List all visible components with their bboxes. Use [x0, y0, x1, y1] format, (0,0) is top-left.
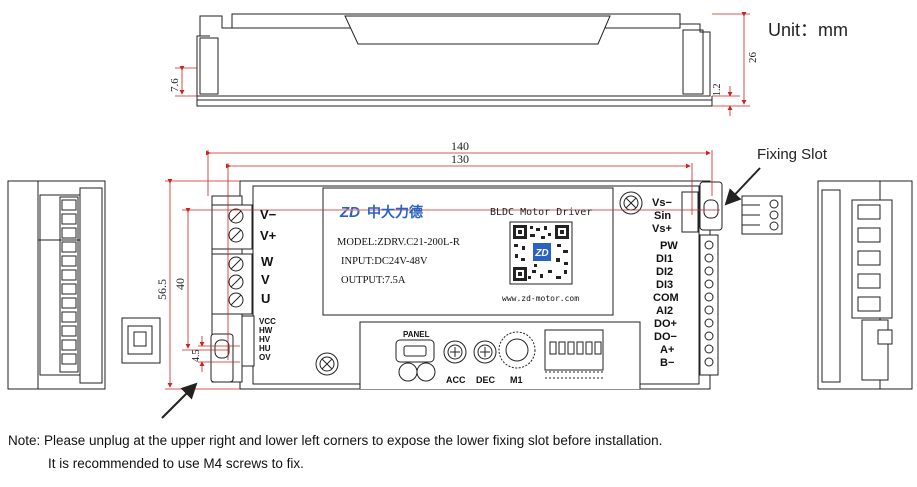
top-view — [196, 13, 713, 107]
m1-label: M1 — [510, 375, 523, 385]
terminal-ov: OV — [259, 353, 271, 362]
output-text: OUTPUT:7.5A — [341, 275, 406, 286]
fixing-slot-arrow-top — [724, 167, 761, 206]
qr-code: ZD — [513, 225, 569, 281]
unit-label: Unit：mm — [768, 20, 848, 40]
terminal-di2: DI2 — [656, 266, 673, 278]
left-side-view — [7, 180, 161, 390]
terminal-a-plus: A+ — [660, 344, 674, 356]
dim-top-height: 26 — [747, 52, 759, 64]
terminal-u: U — [261, 291, 270, 306]
note-line-1: Note: Please unplug at the upper right a… — [8, 433, 663, 448]
brand-name: 中大力德 — [367, 204, 423, 220]
terminal-hw: HW — [259, 326, 273, 335]
terminal-sin: Sin — [654, 210, 671, 222]
control-terminal-labels: PW DI1 DI2 DI3 COM AI2 DO+ DO− A+ B− — [653, 240, 679, 369]
terminal-w: W — [261, 254, 274, 269]
website-text: www.zd-motor.com — [502, 294, 579, 303]
panel-label: PANEL — [403, 330, 430, 339]
terminal-hu: HU — [259, 344, 271, 353]
terminal-v-minus: V− — [260, 207, 277, 222]
input-text: INPUT:DC24V-48V — [341, 256, 428, 267]
dec-label: DEC — [476, 375, 496, 385]
svg-text:ZD: ZD — [339, 204, 360, 221]
terminal-do-minus: DO− — [654, 331, 677, 343]
product-name: BLDC Motor Driver — [490, 207, 592, 218]
terminal-b-minus: B− — [660, 357, 674, 369]
dim-top-side: 7.6 — [169, 78, 181, 92]
terminal-com: COM — [653, 292, 679, 304]
front-view — [210, 180, 723, 390]
terminal-vs-minus: Vs− — [652, 197, 672, 209]
fixing-slot-label: Fixing Slot — [757, 146, 828, 163]
terminal-do-plus: DO+ — [654, 318, 677, 330]
svg-text:ZD: ZD — [534, 248, 548, 259]
front-view-dimensions — [165, 150, 720, 390]
terminal-vcc: VCC — [259, 317, 276, 326]
dim-slot-pitch: 130 — [451, 152, 469, 166]
dim-slot-width: 4.5 — [191, 350, 202, 363]
fixing-slot-arrow-bottom — [161, 382, 198, 419]
dim-top-flange: 1.2 — [712, 84, 723, 97]
dim-overall-length: 140 — [451, 139, 469, 153]
top-view-dimensions — [175, 12, 750, 116]
terminal-di1: DI1 — [656, 253, 673, 265]
terminal-di3: DI3 — [656, 279, 673, 291]
terminal-v-plus: V+ — [260, 228, 277, 243]
terminal-vs-plus: Vs+ — [652, 223, 672, 235]
terminal-pw: PW — [660, 240, 678, 252]
signal-terminal-labels: Vs− Sin Vs+ — [652, 197, 672, 235]
right-side-view — [741, 180, 913, 390]
dim-front-height: 56.5 — [155, 279, 169, 300]
terminal-hv: HV — [259, 335, 271, 344]
note-line-2: It is recommended to use M4 screws to fi… — [48, 456, 304, 471]
terminal-v: V — [261, 272, 270, 287]
dim-slot-vertical: 40 — [173, 278, 187, 290]
terminal-ai2: AI2 — [656, 305, 673, 317]
model-text: MODEL:ZDRV.C21-200L-R — [337, 237, 460, 248]
acc-label: ACC — [446, 375, 466, 385]
power-terminal-labels: V− V+ W V U VCC HW HV HU OV — [259, 207, 277, 362]
